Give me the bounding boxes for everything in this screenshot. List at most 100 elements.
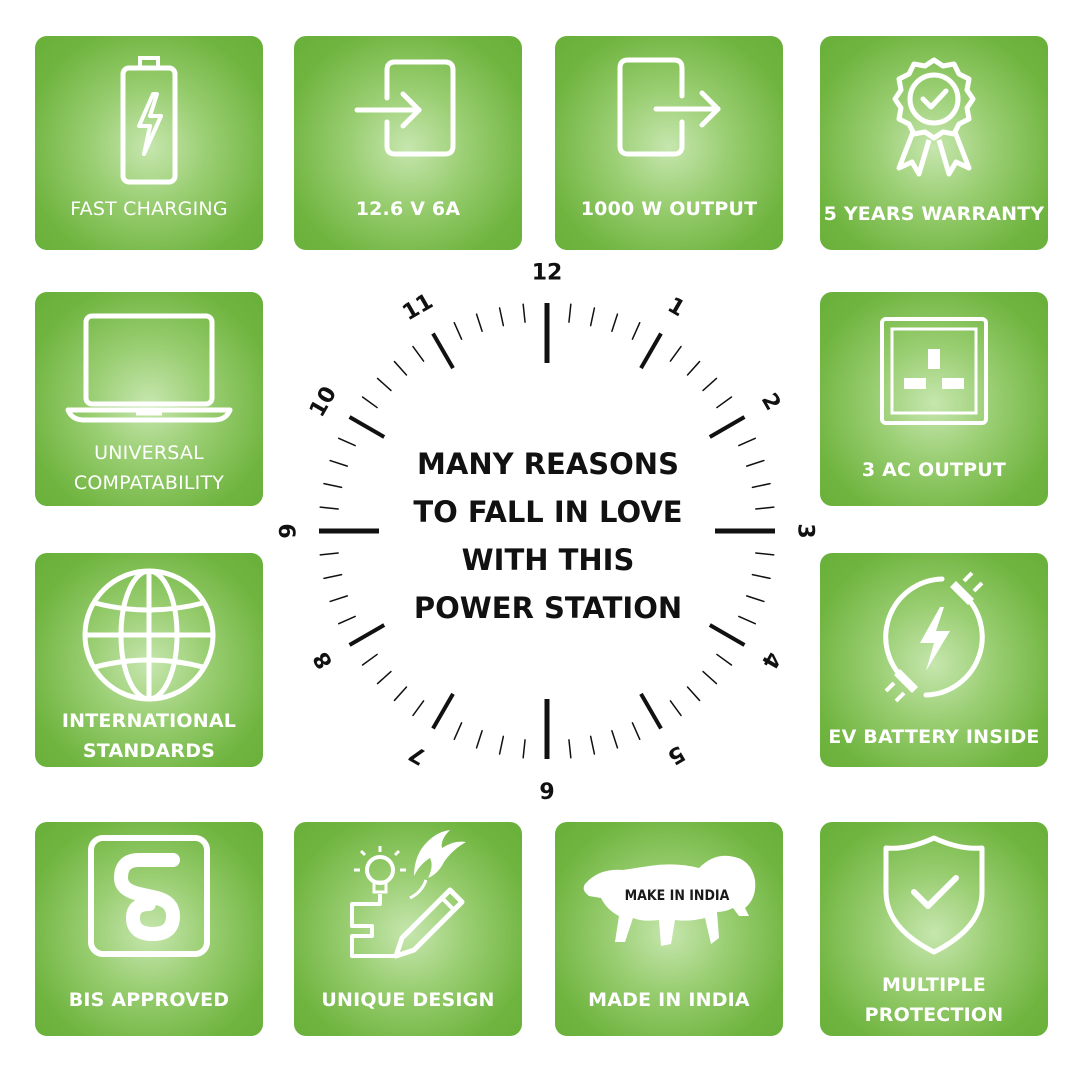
feature-label: 1000 W OUTPUT <box>580 198 758 220</box>
minute-tick <box>702 377 718 392</box>
minute-tick <box>686 686 701 702</box>
clock-numeral: 3 <box>793 523 818 538</box>
minute-tick <box>611 729 619 749</box>
output-arrow-icon <box>617 57 721 157</box>
feature-tile-ev-battery: EV BATTERY INSIDE <box>820 553 1048 767</box>
minute-tick <box>589 735 596 755</box>
feature-label: FAST CHARGING <box>70 198 228 220</box>
minute-tick <box>319 552 339 556</box>
feature-label: INTERNATIONAL <box>61 710 237 732</box>
clock-numeral: 10 <box>305 382 342 421</box>
minute-tick <box>631 321 641 340</box>
feature-label: MADE IN INDIA <box>588 989 750 1011</box>
minute-tick <box>412 345 425 362</box>
minute-tick <box>522 303 526 323</box>
minute-tick <box>319 506 339 510</box>
minute-tick <box>475 729 483 749</box>
hour-tick <box>348 623 386 647</box>
minute-tick <box>361 396 378 409</box>
minute-tick <box>568 739 572 759</box>
hour-tick <box>708 623 746 647</box>
minute-tick <box>716 653 733 666</box>
minute-tick <box>498 307 505 327</box>
hour-tick <box>348 415 386 439</box>
input-arrow-icon <box>354 59 456 157</box>
clock-numeral: 7 <box>405 740 431 769</box>
minute-tick <box>376 377 392 392</box>
feature-label: 5 YEARS WARRANTY <box>823 203 1045 225</box>
minute-tick <box>323 482 343 489</box>
minute-tick <box>412 700 425 717</box>
feature-tile-bis: BIS APPROVED <box>35 822 263 1036</box>
minute-tick <box>669 700 682 717</box>
clock-numeral: 4 <box>756 647 785 673</box>
minute-tick <box>329 595 349 603</box>
minute-tick <box>361 653 378 666</box>
feature-tile-ac-output: 3 AC OUTPUT <box>820 292 1048 506</box>
minute-tick <box>738 437 757 447</box>
hour-tick <box>431 692 455 730</box>
make-in-india-lion-icon: MAKE IN INDIA <box>583 855 756 946</box>
minute-tick <box>669 345 682 362</box>
minute-tick <box>589 307 596 327</box>
feature-label: COMPATABILITY <box>73 472 225 494</box>
shield-check-icon <box>883 835 985 955</box>
feature-label: BIS APPROVED <box>68 989 230 1011</box>
minute-tick <box>738 615 757 625</box>
feature-label: EV BATTERY INSIDE <box>828 726 1040 748</box>
headline: MANY REASONS TO FALL IN LOVE WITH THIS P… <box>380 440 716 632</box>
clock-numeral: 9 <box>277 523 302 538</box>
headline-line: POWER STATION <box>413 591 683 625</box>
minute-tick <box>498 735 505 755</box>
clock-numeral: 6 <box>539 777 554 802</box>
feature-label: 3 AC OUTPUT <box>861 459 1007 481</box>
minute-tick <box>755 552 775 556</box>
minute-tick <box>522 739 526 759</box>
minute-tick <box>631 722 641 741</box>
minute-tick <box>393 686 408 702</box>
minute-tick <box>323 573 343 580</box>
make-in-india-logo-text: MAKE IN INDIA <box>625 888 730 904</box>
minute-tick <box>745 595 765 603</box>
minute-tick <box>716 396 733 409</box>
minute-tick <box>329 459 349 467</box>
feature-tile-standards: INTERNATIONAL STANDARDS <box>35 553 263 767</box>
minute-tick <box>755 506 775 510</box>
bis-logo-icon <box>88 835 210 957</box>
feature-tile-india: MAKE IN INDIA MADE IN INDIA <box>555 822 783 1036</box>
hour-tick <box>708 415 746 439</box>
clock-numeral: 12 <box>532 261 563 286</box>
ac-socket-icon <box>880 317 988 425</box>
headline-line: MANY REASONS <box>417 447 679 481</box>
feature-label: PROTECTION <box>864 1004 1004 1026</box>
minute-tick <box>475 313 483 333</box>
headline-line: WITH THIS <box>461 543 635 577</box>
feature-tile-design: UNIQUE DESIGN <box>294 822 522 1036</box>
minute-tick <box>686 360 701 376</box>
laptop-icon <box>65 313 233 423</box>
feature-tile-compatibility: UNIVERSAL COMPATABILITY <box>35 292 263 506</box>
design-idea-icon <box>350 830 466 959</box>
minute-tick <box>745 459 765 467</box>
feature-label: UNIVERSAL <box>94 442 204 464</box>
feature-label: UNIQUE DESIGN <box>321 989 495 1011</box>
minute-tick <box>611 313 619 333</box>
feature-tile-warranty: 5 YEARS WARRANTY <box>820 36 1048 250</box>
minute-tick <box>337 615 356 625</box>
minute-tick <box>453 722 463 741</box>
feature-label: MULTIPLE <box>882 974 986 996</box>
hour-tick <box>639 692 663 730</box>
globe-icon <box>82 568 216 702</box>
minute-tick <box>453 321 463 340</box>
hour-tick <box>639 332 663 370</box>
feature-tile-fast-charging: FAST CHARGING <box>35 36 263 250</box>
minute-tick <box>702 670 718 685</box>
minute-tick <box>376 670 392 685</box>
clock-numeral: 8 <box>309 647 338 673</box>
minute-tick <box>568 303 572 323</box>
battery-bolt-icon <box>120 56 178 185</box>
feature-tile-output: 1000 W OUTPUT <box>555 36 783 250</box>
ev-plug-bolt-icon <box>883 571 985 703</box>
feature-tile-protection: MULTIPLE PROTECTION <box>820 822 1048 1036</box>
